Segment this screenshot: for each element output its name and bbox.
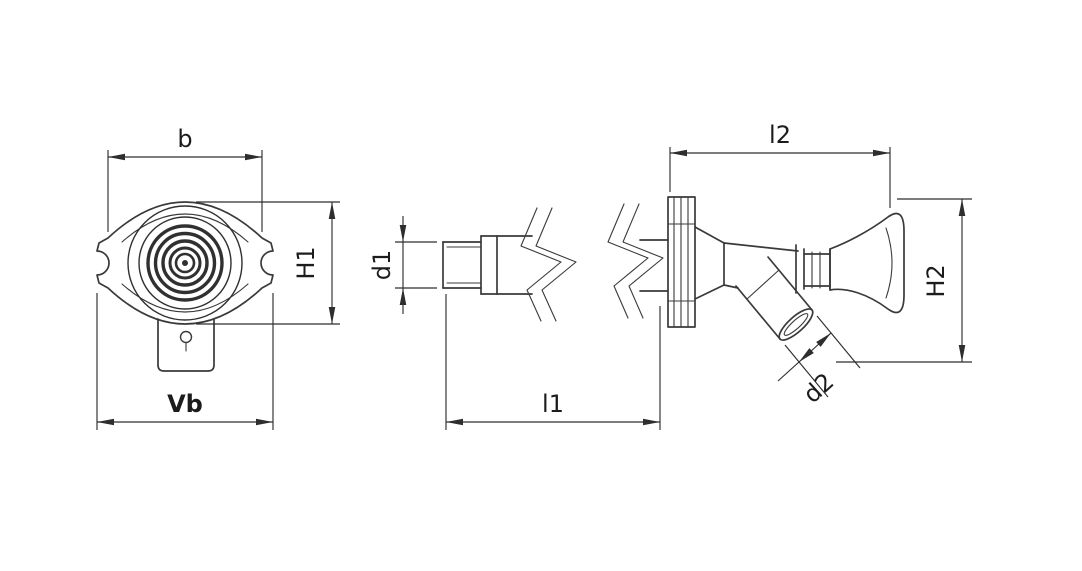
extension-line — [816, 315, 861, 369]
flange-ring — [127, 205, 243, 321]
dimension-h2: H2 — [836, 198, 972, 363]
dimension-d1-label: d1 — [368, 250, 396, 281]
handle-knob — [829, 212, 905, 314]
spout-outlet-rim — [778, 308, 814, 341]
dimension-vb: Vb — [96, 293, 274, 430]
body-bottom — [723, 284, 739, 289]
extension-line — [784, 344, 829, 398]
body-cone-top — [694, 226, 725, 244]
dimension-l1-label: l1 — [542, 390, 564, 418]
valve-seat-ring — [168, 246, 202, 280]
body-top — [723, 242, 799, 252]
valve-seat-ring — [174, 252, 196, 274]
spout-joint — [746, 269, 780, 300]
break-line — [607, 203, 649, 319]
break-line — [535, 207, 577, 322]
break-line — [520, 207, 562, 322]
dimension-b-label: b — [177, 125, 192, 153]
valve-seat-ring — [161, 239, 209, 287]
front-view — [96, 201, 274, 372]
spout-lower-side — [735, 285, 781, 340]
body-cone-bottom — [694, 284, 725, 300]
valve-seat-ring — [153, 231, 217, 295]
valve-seat-ring — [146, 224, 224, 302]
faucet-side-view — [607, 196, 905, 341]
dimension-b: b — [107, 125, 263, 232]
handle-knob-facet — [885, 227, 893, 299]
break-line — [622, 203, 664, 319]
lower-cylinder — [157, 318, 215, 372]
dimension-d2-label: d2 — [798, 367, 839, 408]
flange-inner-rim-bottom — [121, 283, 249, 313]
dimension-line — [798, 332, 832, 363]
dimension-vb-label: Vb — [167, 390, 203, 418]
valve-center-dot — [182, 260, 188, 266]
dimension-l2: l2 — [669, 121, 891, 208]
dimension-tail-line — [777, 361, 800, 382]
flange-plate — [667, 196, 696, 328]
dimension-h1: H1 — [196, 201, 340, 325]
dimension-l1: l1 — [445, 294, 661, 430]
spout-outlet-bore — [783, 313, 809, 336]
flange-inner-rim-top — [121, 213, 249, 243]
spout-upper-side — [767, 256, 813, 311]
screw-hole — [179, 330, 193, 344]
inlet-nipple-view — [442, 207, 577, 322]
flange-ring — [138, 216, 232, 310]
dimension-h1-label: H1 — [292, 246, 320, 279]
dimension-l2-label: l2 — [769, 121, 791, 149]
dimension-h2-label: H2 — [922, 264, 950, 297]
dimension-d1: d1 — [368, 216, 437, 314]
flange-outline — [96, 201, 274, 325]
